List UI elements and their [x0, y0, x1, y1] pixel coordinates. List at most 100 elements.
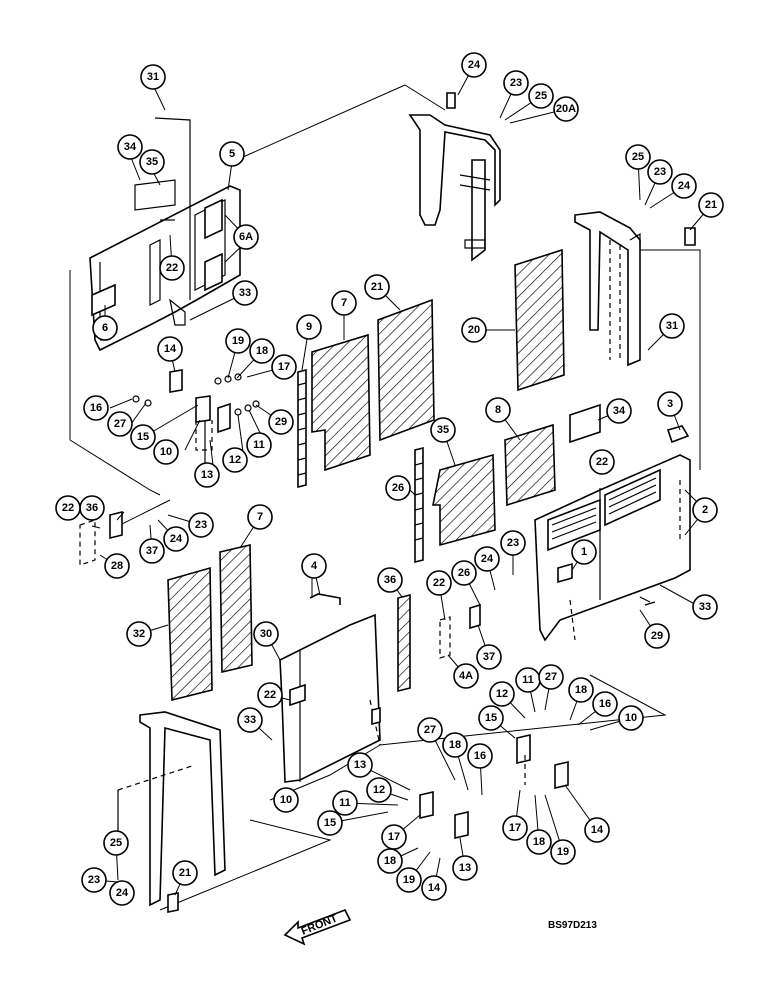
- callout-label: 33: [699, 601, 711, 613]
- callout-label: 16: [599, 698, 611, 710]
- callout: 25: [103, 830, 129, 856]
- callout: 29: [268, 409, 294, 435]
- callout-label: 13: [354, 759, 366, 771]
- callout-label: 12: [229, 454, 241, 466]
- callout-label: 10: [280, 794, 292, 806]
- callout: 12: [489, 681, 515, 707]
- drawing-code: BS97D213: [548, 920, 597, 931]
- callout-label: 2: [702, 504, 708, 516]
- callout: 27: [107, 411, 133, 437]
- latch-bracket-26-right: [439, 603, 481, 659]
- callout: 36: [79, 495, 105, 521]
- callout: 24: [474, 546, 500, 572]
- callout-label: 5: [229, 148, 235, 160]
- callout: 17: [502, 815, 528, 841]
- acoustic-panel-7-upper: [377, 298, 435, 442]
- acoustic-panel-9: [311, 333, 371, 472]
- callout-label: 35: [146, 156, 158, 168]
- callout: 21: [364, 274, 390, 300]
- callout-label: 10: [160, 446, 172, 458]
- callout-label: 19: [232, 335, 244, 347]
- callout: 10: [618, 705, 644, 731]
- callout-label: 15: [485, 712, 497, 724]
- callout: 34: [117, 134, 143, 160]
- callout-label: 22: [166, 262, 178, 274]
- callout: 27: [538, 664, 564, 690]
- callout: 15: [130, 424, 156, 450]
- callout-label: 23: [507, 537, 519, 549]
- callout-label: 18: [575, 684, 587, 696]
- callout-label: 31: [147, 71, 159, 83]
- callout-label: 16: [90, 402, 102, 414]
- callout-label: 11: [253, 439, 265, 451]
- acoustic-panel-20: [504, 423, 556, 507]
- callout-label: 20: [468, 324, 480, 336]
- callout: 12: [366, 777, 392, 803]
- callout-label: 35: [437, 424, 449, 436]
- callout-label: 18: [449, 739, 461, 751]
- callout: 35: [430, 417, 456, 443]
- callout: 14: [421, 875, 447, 901]
- callout: 14: [157, 336, 183, 362]
- callout-label: 22: [264, 689, 276, 701]
- callout-label: 27: [545, 671, 557, 683]
- callout-label: 13: [459, 862, 471, 874]
- callout: 33: [237, 707, 263, 733]
- callout-label: 24: [468, 59, 481, 71]
- callout: 16: [592, 691, 618, 717]
- callout: 24: [671, 173, 697, 199]
- callout-label: 12: [373, 784, 385, 796]
- callout: 26: [451, 560, 477, 586]
- callout: 13: [194, 462, 220, 488]
- callout-label: 18: [533, 836, 545, 848]
- callout: 18: [568, 677, 594, 703]
- callout: 25: [625, 144, 651, 170]
- callout-label: 23: [88, 874, 100, 886]
- callout-label: 24: [116, 887, 129, 899]
- callout-label: 10: [625, 712, 637, 724]
- callout: 7: [247, 504, 273, 530]
- callout-label: 22: [596, 456, 608, 468]
- callout: 31: [140, 64, 166, 90]
- callout: 16: [83, 395, 109, 421]
- callout: 3: [657, 391, 683, 417]
- callout-label: 25: [110, 837, 122, 849]
- callout: 27: [417, 717, 443, 743]
- callout-label: 29: [275, 416, 287, 428]
- acoustic-panel-7-lower: [167, 566, 213, 702]
- callout-label: 31: [666, 320, 678, 332]
- callout-label: 4: [311, 560, 318, 572]
- callout: 32: [126, 621, 152, 647]
- callout: 2: [692, 497, 718, 523]
- lower-left-door-panel: [279, 593, 381, 783]
- seal-strip-left: [297, 368, 307, 489]
- callout: 36: [377, 567, 403, 593]
- callout-label: 32: [133, 628, 145, 640]
- callout-label: 1: [581, 546, 587, 558]
- callout-label: 30: [260, 628, 272, 640]
- right-frame-upright: [574, 211, 696, 367]
- callout: 23: [500, 530, 526, 556]
- seal-strip-center: [414, 446, 424, 564]
- callout: 5: [219, 141, 245, 167]
- callout-label: 21: [179, 867, 191, 879]
- callout-label: 3: [667, 398, 673, 410]
- callout: 18: [526, 829, 552, 855]
- callout: 13: [347, 752, 373, 778]
- callout: 8: [485, 397, 511, 423]
- callout: 28: [104, 553, 130, 579]
- callout: 17: [271, 354, 297, 380]
- callout: 34: [606, 398, 632, 424]
- callout: 21: [172, 860, 198, 886]
- callout-label: 16: [474, 750, 486, 762]
- callout-label: 27: [424, 724, 436, 736]
- callout: 7: [331, 290, 357, 316]
- callout-label: 22: [62, 502, 74, 514]
- callout: 18: [249, 338, 275, 364]
- callout-label: 28: [111, 560, 123, 572]
- callout-label: 20A: [556, 103, 576, 115]
- callout: 35: [139, 149, 165, 175]
- callout: 33: [232, 280, 258, 306]
- callout-label: 37: [483, 651, 495, 663]
- callout-label: 22: [433, 577, 445, 589]
